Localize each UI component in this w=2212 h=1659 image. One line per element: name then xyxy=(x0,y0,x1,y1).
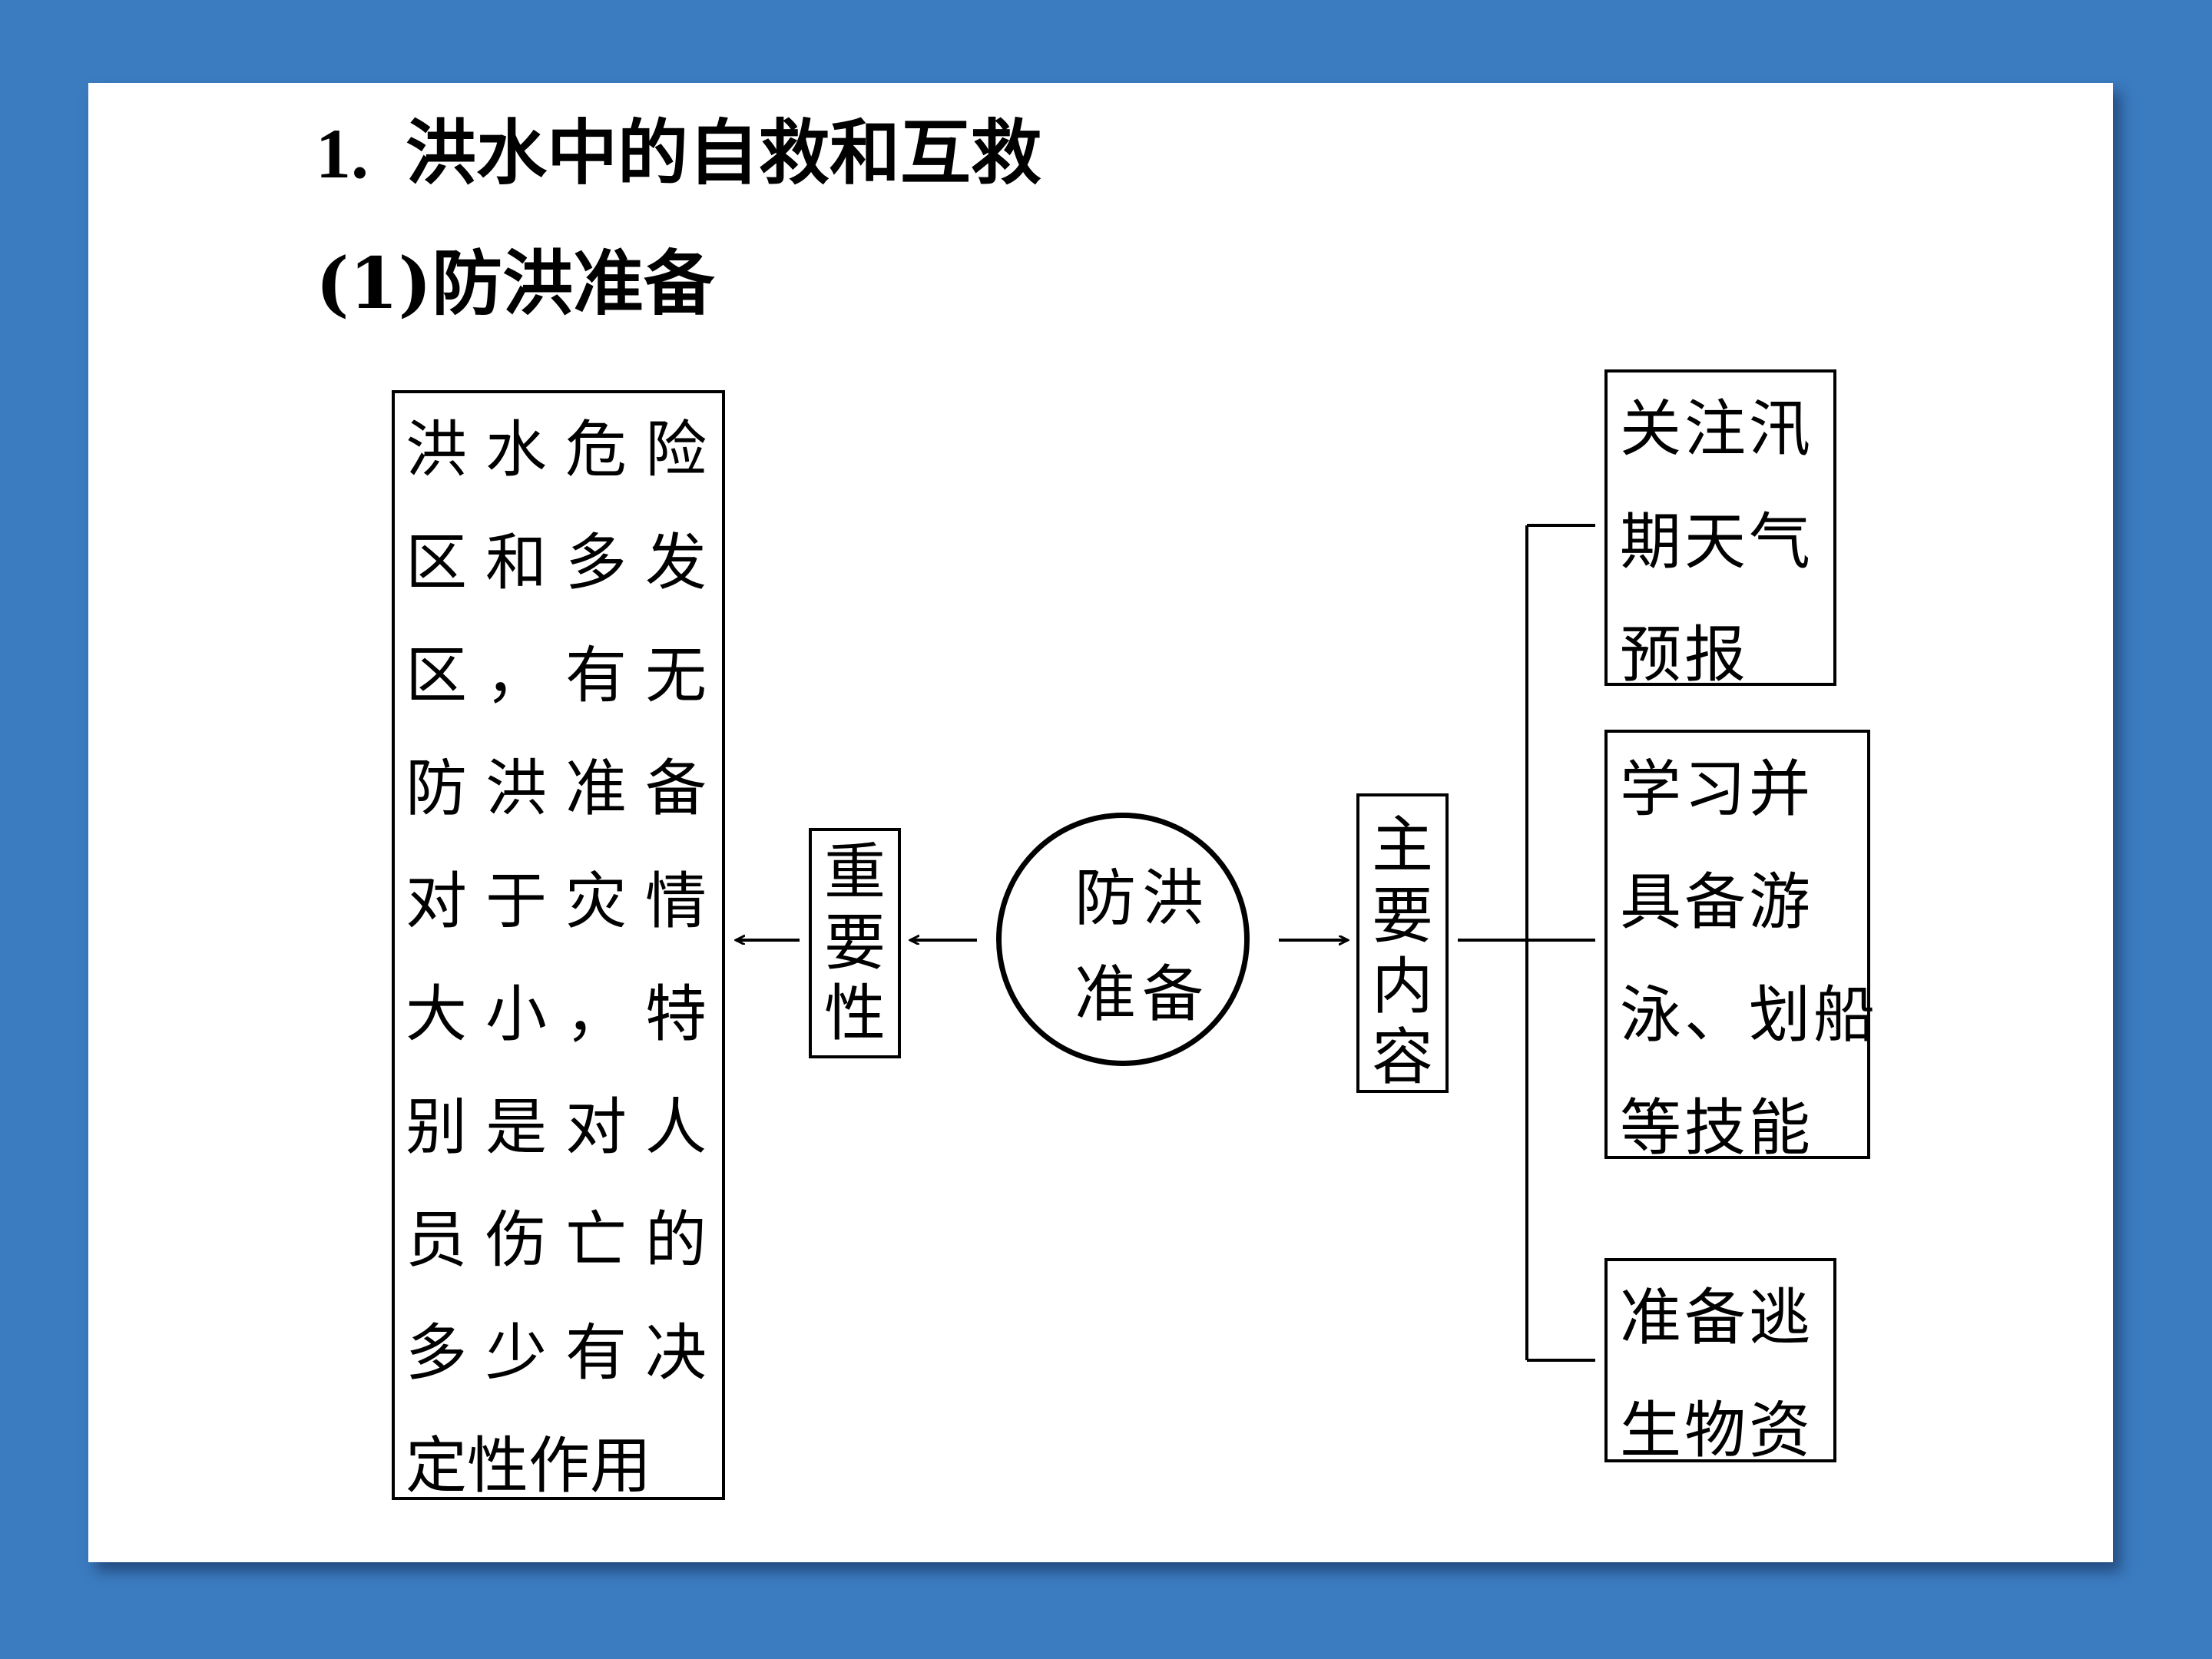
slide: 1.洪水中的自救和互救 (1)防洪准备 洪水危险 区和多发 区，有无 防洪准备 … xyxy=(88,83,2113,1562)
content-item-line: 期天气 xyxy=(1620,506,1813,578)
importance-label-char: 性 xyxy=(824,978,886,1049)
content-label-char: 内 xyxy=(1372,951,1433,1022)
importance-label-box: 重 要 性 xyxy=(809,828,901,1058)
content-item-line: 准备逃 xyxy=(1620,1282,1813,1353)
center-node: 防洪 准备 xyxy=(996,813,1250,1066)
importance-text-line: 对于灾情 xyxy=(406,866,725,937)
subsection-heading: (1)防洪准备 xyxy=(316,242,715,325)
importance-text-line: 员伤亡的 xyxy=(406,1204,725,1276)
importance-text-line: 区，有无 xyxy=(406,640,725,711)
content-item-box: 学习并 具备游 泳、划船 等技能 xyxy=(1604,730,1878,1164)
content-item-line: 学习并 xyxy=(1620,753,1813,825)
importance-label-char: 重 xyxy=(824,836,886,908)
section-heading: 1.洪水中的自救和互救 xyxy=(316,118,1041,190)
importance-text-line: 大小，特 xyxy=(406,979,725,1050)
importance-text-box: 洪水危险 区和多发 区，有无 防洪准备 对于灾情 大小，特 别是对人 员伤亡的 … xyxy=(392,390,725,1502)
content-item-line: 泳、划船 xyxy=(1620,979,1878,1051)
content-label-char: 主 xyxy=(1372,810,1433,881)
importance-text-line: 定性作用 xyxy=(406,1430,651,1502)
importance-text-line: 洪水危险 xyxy=(406,414,725,485)
section-number: 1. xyxy=(316,114,369,193)
content-item-box: 关注汛 期天气 预报 xyxy=(1604,369,1836,690)
importance-text-line: 别是对人 xyxy=(406,1091,725,1163)
content-item-box: 准备逃 生物资 xyxy=(1604,1258,1836,1466)
content-item-line: 预报 xyxy=(1620,619,1749,690)
importance-text-line: 多少有决 xyxy=(406,1317,725,1389)
content-item-line: 关注汛 xyxy=(1620,393,1813,465)
center-node-line: 准备 xyxy=(1075,959,1210,1030)
importance-label-char: 要 xyxy=(824,907,886,979)
content-label-char: 容 xyxy=(1372,1022,1433,1093)
diagram-connectors xyxy=(88,524,1595,1362)
center-node-line: 防洪 xyxy=(1075,863,1210,934)
content-label-char: 要 xyxy=(1372,880,1433,952)
section-title: 洪水中的自救和互救 xyxy=(406,112,1042,194)
content-item-line: 具备游 xyxy=(1620,866,1813,938)
content-item-line: 生物资 xyxy=(1620,1395,1813,1466)
importance-text-line: 防洪准备 xyxy=(406,753,725,824)
importance-text-line: 区和多发 xyxy=(406,527,725,598)
content-label-box: 主 要 内 容 xyxy=(1356,793,1449,1093)
content-item-line: 等技能 xyxy=(1620,1092,1813,1164)
